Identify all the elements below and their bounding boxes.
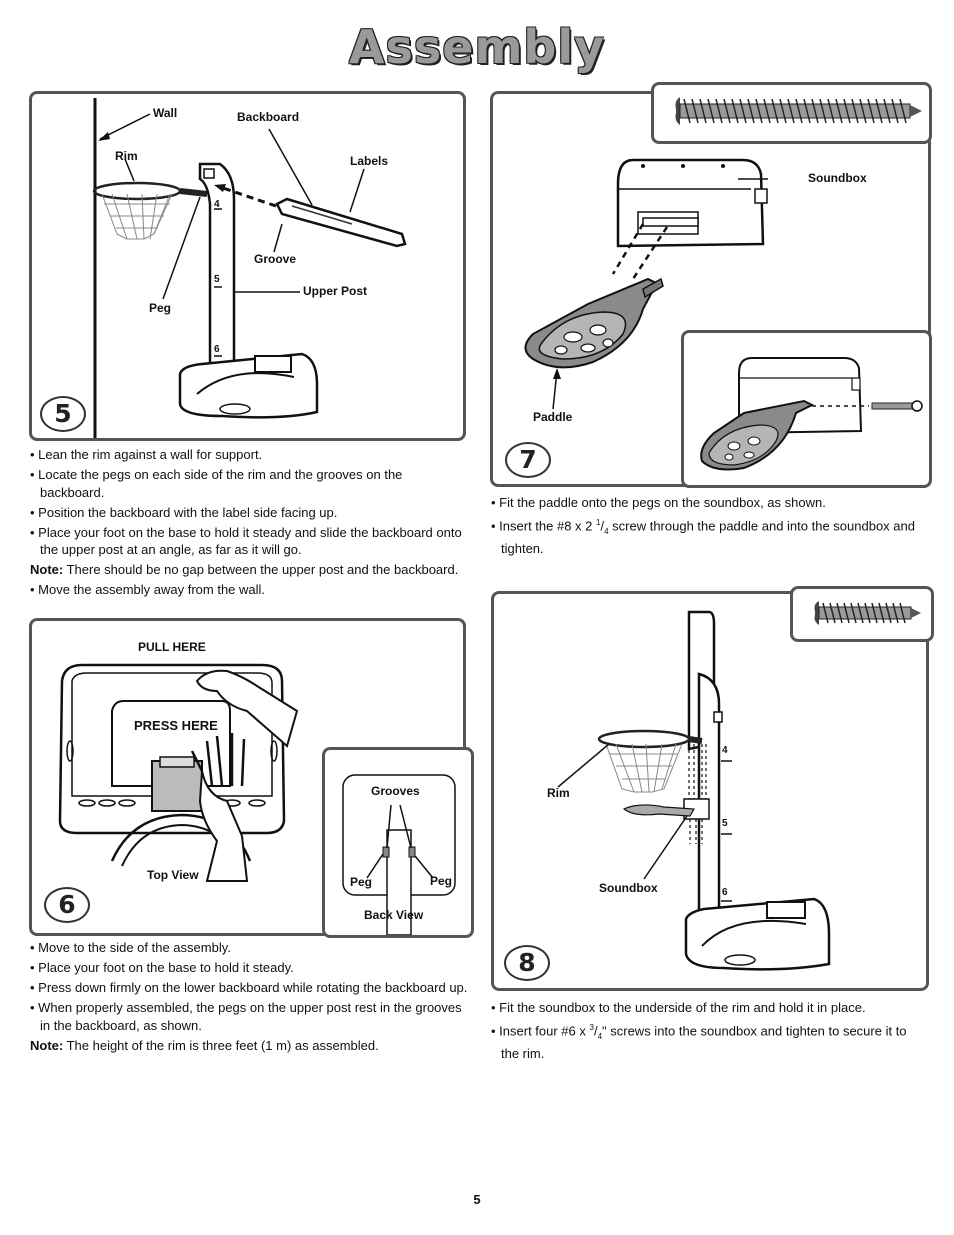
step-7-instructions: • Fit the paddle onto the pegs on the so… xyxy=(491,494,931,560)
upper-post-label: Upper Post xyxy=(303,284,368,298)
step-5-bullet-3: • Position the backboard with the label … xyxy=(30,504,338,520)
step-5-bullet-5: • Move the assembly away from the wall. xyxy=(30,582,266,597)
page-number: 5 xyxy=(473,1192,481,1207)
soundbox-label: Soundbox xyxy=(808,171,867,185)
height-mark-4: 4 xyxy=(722,745,728,756)
step-8-bullet-2: • Insert four #6 x 3/4" screws into the … xyxy=(491,1023,907,1062)
height-mark-5: 5 xyxy=(214,274,220,285)
step-6-bullet-4: • When properly assembled, the pegs on t… xyxy=(30,1000,462,1033)
height-mark-5: 5 xyxy=(722,818,728,829)
step-5-note: Note: There should be no gap between the… xyxy=(30,561,470,579)
paddle-attached-illustration xyxy=(700,357,923,471)
groove-label: Groove xyxy=(254,252,297,266)
fraction-numerator: 1 xyxy=(596,518,601,527)
step-6-instructions: • Move to the side of the assembly. • Pl… xyxy=(30,939,470,1057)
note-text: The height of the rim is three feet (1 m… xyxy=(63,1037,379,1053)
step-7-bullet-1: • Fit the paddle onto the pegs on the so… xyxy=(491,495,826,510)
backboard-label: Backboard xyxy=(237,110,300,124)
step-6-bullet-3: • Press down firmly on the lower backboa… xyxy=(30,980,468,995)
step-8-bullet-2-start: • Insert four #6 x xyxy=(491,1023,590,1039)
peg-label: Peg xyxy=(149,301,172,315)
page-title: Assembly xyxy=(348,20,606,74)
step-5-bullet-2: • Locate the pegs on each side of the ri… xyxy=(30,467,403,500)
peg-right-label: Peg xyxy=(430,874,453,888)
fraction-denominator: 4 xyxy=(597,1031,603,1041)
step-8-bullet-1: • Fit the soundbox to the underside of t… xyxy=(491,1000,866,1015)
step-7-bullet-2-end: screw through the paddle and into the so… xyxy=(501,518,915,557)
top-view-label: Top View xyxy=(147,868,199,882)
soundbox-label: Soundbox xyxy=(599,881,658,895)
step-8-bullet-2-end: " screws into the soundbox and tighten t… xyxy=(501,1023,907,1062)
step-7-illustration xyxy=(524,158,768,410)
step-number-8: 8 xyxy=(504,945,550,981)
step-7-bullet-2: • Insert the #8 x 2 1/4 screw through th… xyxy=(491,518,915,557)
step-8-instructions: • Fit the soundbox to the underside of t… xyxy=(491,999,911,1065)
screw-icon xyxy=(814,601,921,625)
step-7-bullet-2-start: • Insert the #8 x 2 xyxy=(491,518,596,534)
fraction-denominator: 4 xyxy=(604,526,609,536)
pull-here-label: PULL HERE xyxy=(138,640,206,654)
step-5-bullet-1: • Lean the rim against a wall for suppor… xyxy=(30,447,263,462)
back-view-label: Back View xyxy=(364,908,424,922)
step-number-7: 7 xyxy=(505,442,551,478)
detail-inset-7 xyxy=(681,330,932,488)
step-6-bullet-1: • Move to the side of the assembly. xyxy=(30,940,231,955)
paddle-label: Paddle xyxy=(533,410,573,424)
height-mark-6: 6 xyxy=(722,887,728,898)
height-mark-6: 6 xyxy=(214,344,220,355)
screw-icon xyxy=(675,97,922,125)
rim-label: Rim xyxy=(547,786,570,800)
note-text: There should be no gap between the upper… xyxy=(63,562,459,577)
screw-inset-8 xyxy=(790,586,934,642)
height-mark-4: 4 xyxy=(214,199,220,210)
grooves-label: Grooves xyxy=(371,784,420,798)
step-7-panel: Soundbox Paddle 7 xyxy=(490,82,932,488)
wall-label: Wall xyxy=(153,106,178,120)
step-5-panel: Wall Backboard Rim Labels Groove Upper P… xyxy=(29,91,466,441)
note-label: Note: xyxy=(30,562,64,577)
rim-label: Rim xyxy=(115,149,138,163)
peg-left-label: Peg xyxy=(350,875,373,889)
labels-label: Labels xyxy=(350,154,389,168)
press-here-label: PRESS HERE xyxy=(134,718,218,733)
note-label: Note: xyxy=(30,1037,64,1053)
back-view-illustration xyxy=(342,774,456,935)
step-8-panel: Rim Soundbox 4 5 6 8 xyxy=(491,586,934,991)
step-8-illustration xyxy=(557,610,831,971)
step-number-5: 5 xyxy=(40,396,86,432)
step-6-bullet-2: • Place your foot on the base to hold it… xyxy=(30,960,294,975)
step-number-6: 6 xyxy=(44,887,90,923)
step-5-illustration xyxy=(92,98,407,438)
step-5-instructions: • Lean the rim against a wall for suppor… xyxy=(30,446,470,601)
screw-inset-7 xyxy=(651,82,932,144)
step-6-illustration xyxy=(58,663,299,882)
step-5-bullet-4: • Place your foot on the base to hold it… xyxy=(30,524,462,558)
step-6-panel: PULL HERE PRESS HERE Top View Grooves Pe… xyxy=(29,618,474,938)
fraction-numerator: 3 xyxy=(589,1023,594,1032)
back-view-inset xyxy=(322,747,474,938)
step-6-note: Note: The height of the rim is three fee… xyxy=(30,1037,470,1055)
